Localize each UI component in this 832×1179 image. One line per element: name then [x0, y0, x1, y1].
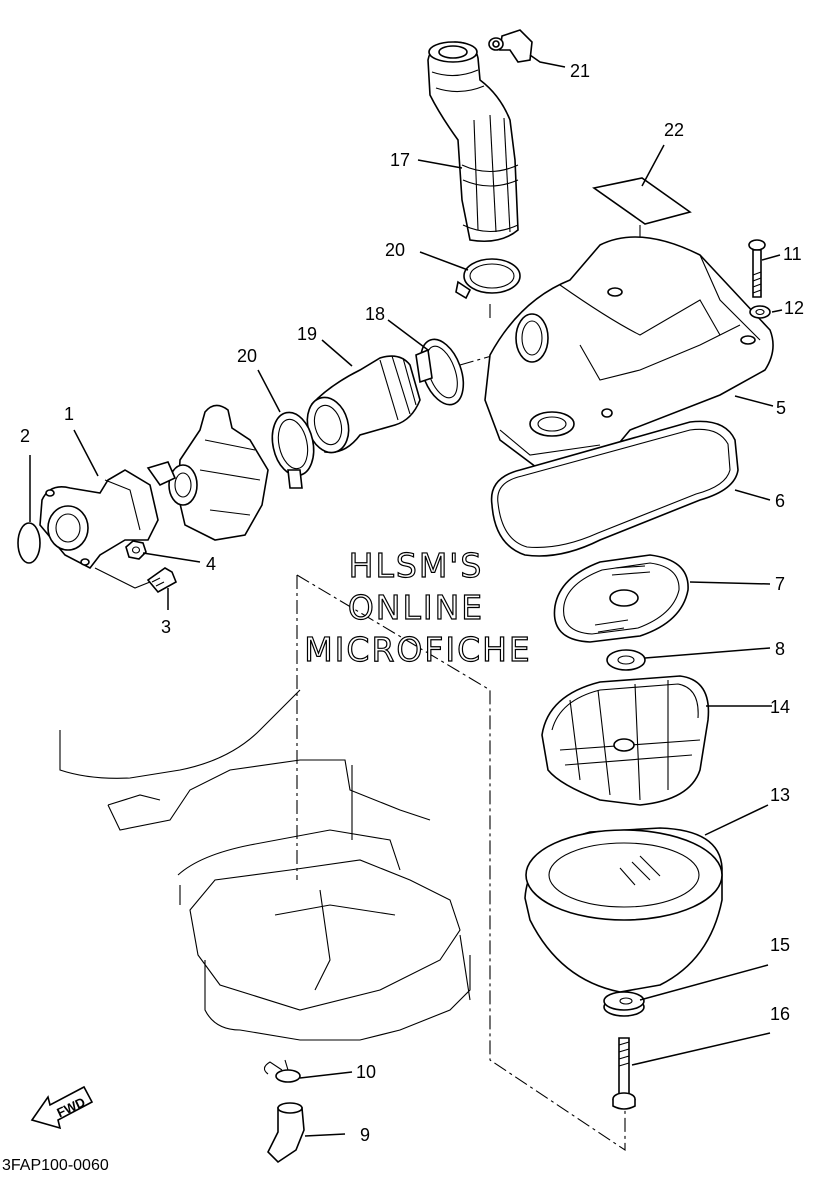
- part-14-element-cage: [541, 675, 710, 806]
- part-20-clamp-lower: [271, 411, 315, 489]
- callout-19: 19: [297, 324, 317, 344]
- part-2-o-ring: [17, 522, 41, 564]
- callout-16: 16: [770, 1004, 790, 1024]
- part-22-label: [592, 177, 692, 225]
- part-15-washer: [603, 991, 645, 1017]
- fwd-label: FWD: [54, 1094, 87, 1120]
- part-10-clip: [263, 1059, 301, 1083]
- callout-12: 12: [784, 298, 804, 318]
- callout-21: 21: [570, 61, 590, 81]
- callout-17: 17: [390, 150, 410, 170]
- callout-10: 10: [356, 1062, 376, 1082]
- part-16-bolt: [612, 1037, 636, 1110]
- callout-1: 1: [64, 404, 74, 424]
- watermark-line-2: ONLINE: [348, 588, 484, 627]
- part-8-washer: [606, 649, 646, 671]
- callout-6: 6: [775, 491, 785, 511]
- callout-5: 5: [776, 398, 786, 418]
- callout-13: 13: [770, 785, 790, 805]
- callout-8: 8: [775, 639, 785, 659]
- leader-lines: [29, 54, 783, 1137]
- callout-18: 18: [365, 304, 385, 324]
- part-20-clamp-upper: [455, 258, 521, 300]
- part-11-bolt: [748, 239, 766, 298]
- part-13-filter-element: [524, 827, 723, 993]
- part-4-nut: [125, 540, 147, 560]
- part-callouts: 1 2 3 4 5 6 7 8 9 10 11 12 13 14 15 16 1…: [20, 61, 804, 1145]
- callout-2: 2: [20, 426, 30, 446]
- callout-22: 22: [664, 120, 684, 140]
- forward-arrow: FWD: [30, 1085, 94, 1130]
- part-12-washer: [749, 305, 771, 319]
- part-18-clamp: [415, 338, 465, 406]
- part-19-carburetor-joint: [306, 355, 421, 454]
- frame-outline: [59, 689, 471, 1041]
- callout-20-lower: 20: [237, 346, 257, 366]
- callout-20-upper: 20: [385, 240, 405, 260]
- watermark-line-3: MICROFICHE: [304, 630, 532, 669]
- callout-11: 11: [783, 244, 802, 264]
- watermark: HLSM'S ONLINE MICROFICHE: [304, 545, 532, 669]
- part-7-element-guide: [553, 554, 689, 643]
- carburetor-reference: [146, 404, 269, 541]
- callout-14: 14: [770, 697, 790, 717]
- part-5-air-filter-case: [484, 236, 774, 471]
- part-1-manifold: [39, 469, 159, 570]
- callout-9: 9: [360, 1125, 370, 1145]
- callout-15: 15: [770, 935, 790, 955]
- part-1-leader-lines: [94, 567, 151, 589]
- part-6-seal: [490, 420, 739, 557]
- part-9-drain-cap: [267, 1102, 305, 1164]
- diagram-code: 3FAP100-0060: [2, 1157, 109, 1174]
- callout-7: 7: [775, 574, 785, 594]
- callout-4: 4: [206, 554, 216, 574]
- part-3-bolt: [146, 567, 178, 594]
- part-21-breather-elbow: [488, 29, 533, 63]
- watermark-line-1: HLSM'S: [349, 546, 484, 585]
- part-17-intake-duct: [427, 41, 519, 243]
- callout-3: 3: [161, 617, 171, 637]
